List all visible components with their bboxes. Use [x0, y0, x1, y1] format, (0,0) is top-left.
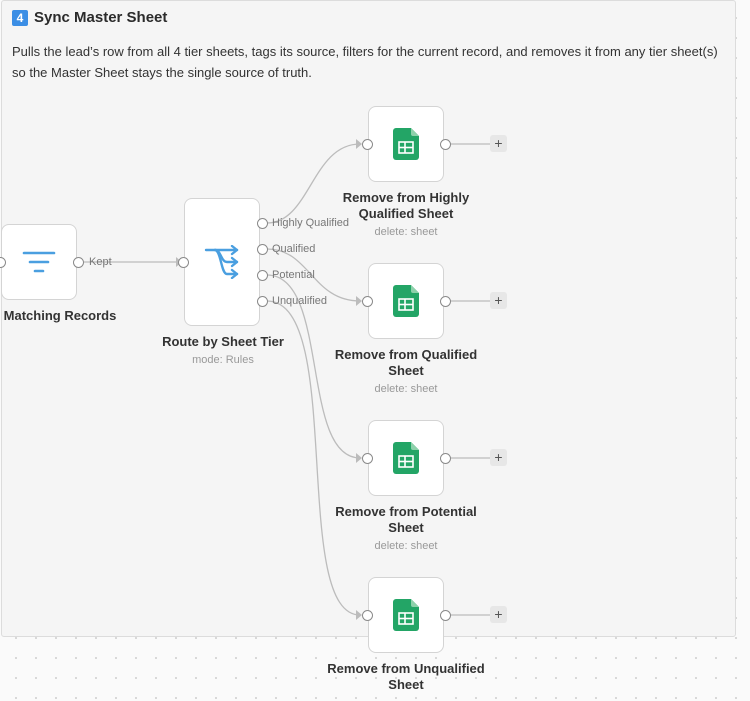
- sheet-node-title: Remove from Potential Sheet: [326, 504, 486, 536]
- sheet-input-port[interactable]: [362, 296, 373, 307]
- google-sheets-icon: [393, 442, 419, 474]
- switch-route-icon: [204, 245, 239, 279]
- add-node-button[interactable]: +: [490, 449, 507, 466]
- sheet-node-title: Remove from Qualified Sheet: [326, 347, 486, 379]
- sheet-node-subtitle: delete: sheet: [374, 226, 438, 238]
- filter-icon: [22, 251, 56, 273]
- sheet-output-port[interactable]: [440, 139, 451, 150]
- add-node-button[interactable]: +: [490, 135, 507, 152]
- sheet-node-unqualified[interactable]: [368, 577, 444, 653]
- sheet-output-port[interactable]: [440, 296, 451, 307]
- sheet-node-highly-qualified[interactable]: [368, 106, 444, 182]
- kept-label: Kept: [89, 256, 112, 268]
- sheet-node-qualified[interactable]: [368, 263, 444, 339]
- title-line: Remove from Unqualified: [327, 661, 485, 676]
- sheet-input-port[interactable]: [362, 139, 373, 150]
- title-line: Remove from Highly: [342, 190, 470, 205]
- sticky-description: Pulls the lead’s row from all 4 tier she…: [12, 44, 718, 80]
- title-line: Qualified Sheet: [358, 206, 454, 221]
- output-label-potential: Potential: [272, 269, 315, 281]
- sheet-node-subtitle: delete: sheet: [374, 383, 438, 395]
- sheet-node-subtitle: delete: sheet: [374, 540, 438, 552]
- sheet-node-title: Remove from Highly Qualified Sheet: [326, 190, 486, 222]
- sticky-title: 4 Sync Master Sheet: [12, 9, 167, 26]
- switch-output-port-qualified[interactable]: [257, 244, 268, 255]
- switch-node-subtitle: mode: Rules: [192, 354, 254, 366]
- google-sheets-icon: [393, 599, 419, 631]
- add-node-button[interactable]: +: [490, 606, 507, 623]
- add-node-button[interactable]: +: [490, 292, 507, 309]
- sheet-output-port[interactable]: [440, 610, 451, 621]
- sheet-output-port[interactable]: [440, 453, 451, 464]
- sticky-title-text: Sync Master Sheet: [34, 9, 168, 26]
- google-sheets-icon: [393, 128, 419, 160]
- sheet-node-title: Remove from Unqualified Sheet: [321, 661, 491, 693]
- keycap-four-icon: 4: [12, 9, 28, 26]
- sheet-input-port[interactable]: [362, 453, 373, 464]
- output-label-highly-qualified: Highly Qualified: [272, 217, 350, 229]
- switch-output-port-highly-qualified[interactable]: [257, 218, 268, 229]
- google-sheets-icon: [393, 285, 419, 317]
- title-line: Sheet: [388, 520, 424, 535]
- output-label-qualified: Qualified: [272, 243, 316, 255]
- switch-input-port[interactable]: [178, 257, 189, 268]
- filter-node-title: Matching Records: [3, 308, 117, 323]
- title-line: Sheet: [388, 363, 424, 378]
- filter-node[interactable]: [1, 224, 77, 300]
- sheet-input-port[interactable]: [362, 610, 373, 621]
- title-line: Sheet: [388, 677, 424, 692]
- sheet-node-potential[interactable]: [368, 420, 444, 496]
- filter-output-port[interactable]: [73, 257, 84, 268]
- switch-output-port-potential[interactable]: [257, 270, 268, 281]
- output-label-unqualified: Unqualified: [272, 295, 328, 307]
- switch-node[interactable]: [184, 198, 260, 326]
- switch-output-port-unqualified[interactable]: [257, 296, 268, 307]
- title-line: Remove from Qualified: [334, 347, 478, 362]
- title-line: Remove from Potential: [335, 504, 477, 519]
- switch-node-title: Route by Sheet Tier: [162, 334, 284, 349]
